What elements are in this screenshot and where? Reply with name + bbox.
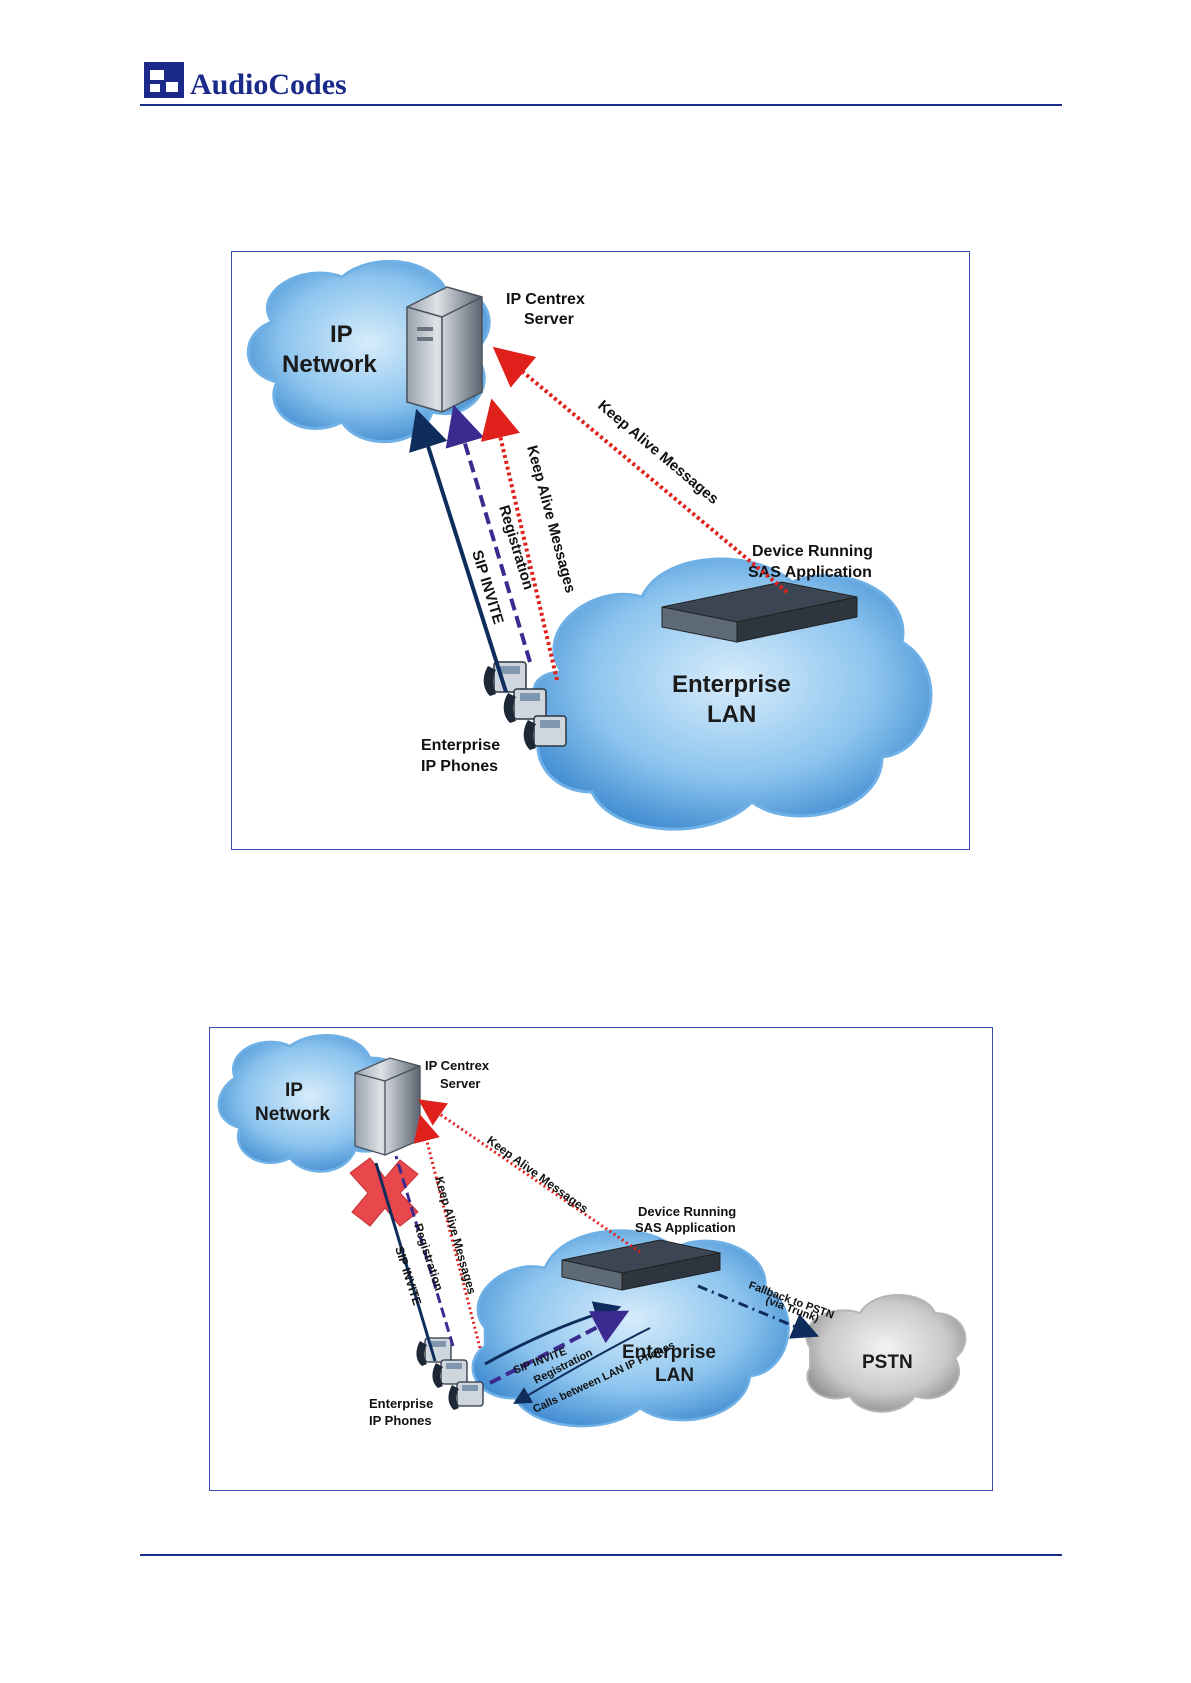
enterprise-lan-label-1: Enterprise bbox=[622, 1342, 716, 1363]
device-label-2: SAS Application bbox=[748, 564, 872, 581]
ip-network-label-2: Network bbox=[255, 1104, 330, 1125]
keep-alive-phones-arrow bbox=[413, 1114, 482, 1349]
logo-text: AudioCodes bbox=[190, 68, 347, 101]
registration-arrow bbox=[394, 1155, 455, 1347]
pstn-cloud bbox=[805, 1294, 967, 1413]
device-label-2: SAS Application bbox=[635, 1220, 736, 1235]
lan-calls-arrow bbox=[513, 1327, 651, 1405]
header-rule bbox=[140, 104, 1062, 106]
enterprise-lan-label-1: Enterprise bbox=[672, 671, 791, 698]
registration-arrow bbox=[445, 404, 532, 663]
device-label-1: Device Running bbox=[752, 543, 873, 560]
sas-device-icon bbox=[661, 581, 858, 643]
sip-invite-arrow bbox=[409, 408, 508, 693]
footer-rule bbox=[140, 1554, 1062, 1556]
phones-label-1: Enterprise bbox=[421, 737, 500, 754]
keep-alive-device-arrow bbox=[492, 346, 789, 594]
sip-invite-label: SIP INVITE bbox=[392, 1245, 424, 1307]
enterprise-lan-label-2: LAN bbox=[655, 1365, 694, 1386]
sas-device-icon bbox=[561, 1239, 721, 1291]
phones-label-2: IP Phones bbox=[369, 1413, 432, 1428]
logo-mark-icon bbox=[144, 62, 184, 98]
phones-label-2: IP Phones bbox=[421, 758, 498, 775]
enterprise-lan-cloud bbox=[471, 1229, 790, 1428]
ip-phones-icon bbox=[483, 661, 567, 750]
device-label-1: Device Running bbox=[638, 1204, 736, 1219]
ip-network-label-2: Network bbox=[282, 351, 377, 378]
audiocodes-logo: AudioCodes bbox=[140, 56, 400, 104]
enterprise-lan-label-2: LAN bbox=[707, 701, 756, 728]
phones-label-1: Enterprise bbox=[369, 1396, 433, 1411]
server-label-2: Server bbox=[524, 311, 574, 328]
fallback-arrow bbox=[697, 1284, 820, 1339]
server-label-2: Server bbox=[440, 1076, 480, 1091]
pstn-label: PSTN bbox=[862, 1352, 913, 1373]
server-label-1: IP Centrex bbox=[425, 1058, 490, 1073]
ip-phones-icon bbox=[416, 1337, 484, 1410]
sip-invite-arrow bbox=[374, 1162, 437, 1362]
keep-alive-device-label: Keep Alive Messages bbox=[594, 397, 721, 508]
ip-network-label-1: IP bbox=[285, 1080, 303, 1101]
figure-normal-operation: IP Network IP Centrex Server Enterprise … bbox=[231, 251, 970, 850]
server-icon bbox=[406, 286, 483, 413]
lan-registration-arrow bbox=[489, 1310, 630, 1385]
keep-alive-device-label: Keep Alive Messages bbox=[484, 1133, 591, 1216]
server-icon bbox=[354, 1057, 421, 1156]
enterprise-lan-cloud bbox=[532, 557, 933, 831]
registration-label: Registration bbox=[495, 503, 537, 592]
ip-network-label-1: IP bbox=[330, 321, 353, 348]
figure-failover-operation: IP Network IP Centrex Server Enterprise … bbox=[209, 1027, 993, 1491]
server-label-1: IP Centrex bbox=[506, 291, 585, 308]
